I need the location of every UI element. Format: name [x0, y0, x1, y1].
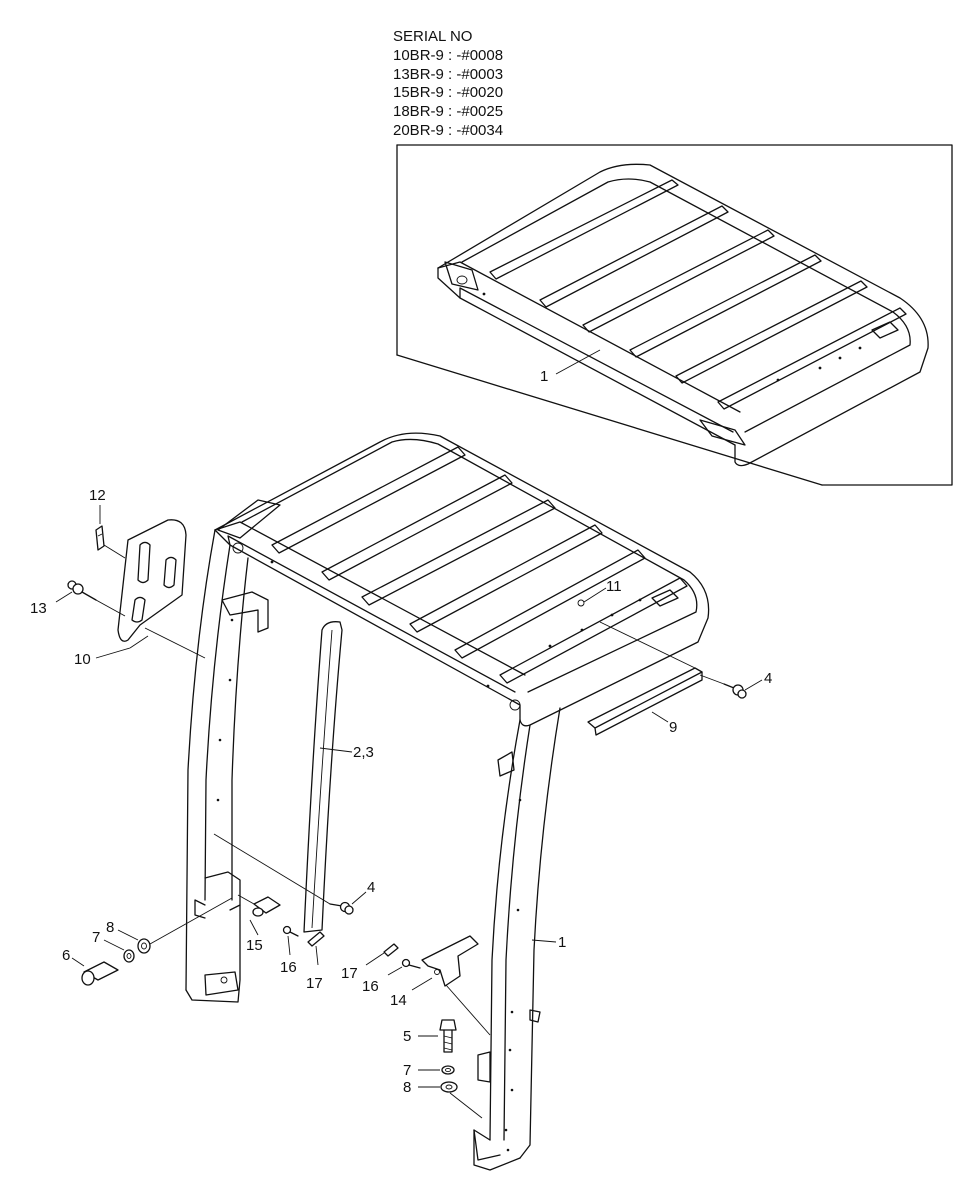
callout-17-left: 17	[306, 975, 323, 992]
hole-11	[577, 599, 585, 607]
callout-8-right: 8	[403, 1079, 411, 1096]
clip-12	[95, 525, 105, 551]
clip-17-right	[383, 943, 399, 957]
washer-7-left	[123, 949, 135, 963]
bolt-13	[67, 580, 97, 601]
serial-line: 15BR-9 : -#0020	[393, 84, 504, 102]
rail-9	[587, 667, 703, 736]
callout-13: 13	[30, 600, 47, 617]
serial-line: 20BR-9 : -#0034	[393, 121, 504, 139]
guide-bar-2-3	[303, 621, 343, 933]
bolt-6	[81, 961, 119, 986]
callout-1: 1	[558, 934, 566, 951]
bolt-4-lower	[329, 901, 354, 915]
callout-9: 9	[669, 719, 677, 736]
callout-4-lower: 4	[367, 879, 375, 896]
main-roof-frame	[214, 432, 710, 727]
side-plate-10	[117, 519, 187, 642]
callout-7-right: 7	[403, 1062, 411, 1079]
callout-inset-1: 1	[540, 368, 548, 385]
callout-8-left: 8	[106, 919, 114, 936]
bracket-14	[421, 935, 479, 987]
serial-number-block: SERIAL NO 10BR-9 : -#0008 13BR-9 : -#000…	[393, 28, 503, 141]
callout-16-left: 16	[280, 959, 297, 976]
callout-2-3: 2,3	[353, 744, 374, 761]
bracket-15	[252, 896, 281, 917]
washer-7-right	[441, 1065, 455, 1075]
inset-roof-frame	[437, 163, 929, 467]
callout-5: 5	[403, 1028, 411, 1045]
washer-8-right	[440, 1081, 458, 1093]
washer-8-left	[137, 938, 151, 954]
clip-17-left	[307, 931, 325, 947]
callout-4-right: 4	[764, 670, 772, 687]
serial-line: 10BR-9 : -#0008	[393, 46, 504, 64]
bolt-16-left	[282, 925, 299, 937]
inset-box	[396, 144, 953, 486]
callout-7-left: 7	[92, 929, 100, 946]
serial-line: 18BR-9 : -#0025	[393, 103, 504, 121]
callout-10: 10	[74, 651, 91, 668]
left-rear-post	[185, 529, 269, 1003]
callout-6: 6	[62, 947, 70, 964]
callout-16-right: 16	[362, 978, 379, 995]
bolt-16-right	[401, 958, 421, 969]
callout-12: 12	[89, 487, 106, 504]
right-front-post	[473, 707, 561, 1171]
callout-14: 14	[390, 992, 407, 1009]
serial-heading: SERIAL NO	[393, 28, 473, 45]
callout-11: 11	[606, 578, 622, 595]
bolt-5	[439, 1019, 457, 1053]
bolt-4-right	[723, 683, 747, 699]
callout-17-right: 17	[341, 965, 358, 982]
serial-line: 13BR-9 : -#0003	[393, 65, 504, 83]
callout-15: 15	[246, 937, 263, 954]
